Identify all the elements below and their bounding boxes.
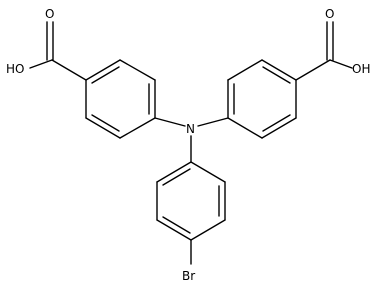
left-carbonyl-oxygen-label: O — [45, 7, 54, 21]
right-benzene-ring — [227, 59, 297, 139]
left-hydroxyl-label: HO — [6, 62, 24, 76]
right-carbonyl-oxygen-label: O — [325, 7, 334, 21]
left-benzene-ring — [85, 59, 156, 139]
right-carboxyl-group: O OH — [295, 7, 370, 81]
right-hydroxyl-label: OH — [352, 62, 370, 76]
bromine-label: Br — [182, 269, 195, 283]
left-carboxyl-group: O HO — [6, 7, 87, 81]
bromine-substituent: Br — [182, 239, 195, 283]
nitrogen-label: N — [186, 122, 195, 136]
bottom-benzene-ring — [156, 161, 226, 241]
nitrogen-center: N — [154, 117, 229, 163]
